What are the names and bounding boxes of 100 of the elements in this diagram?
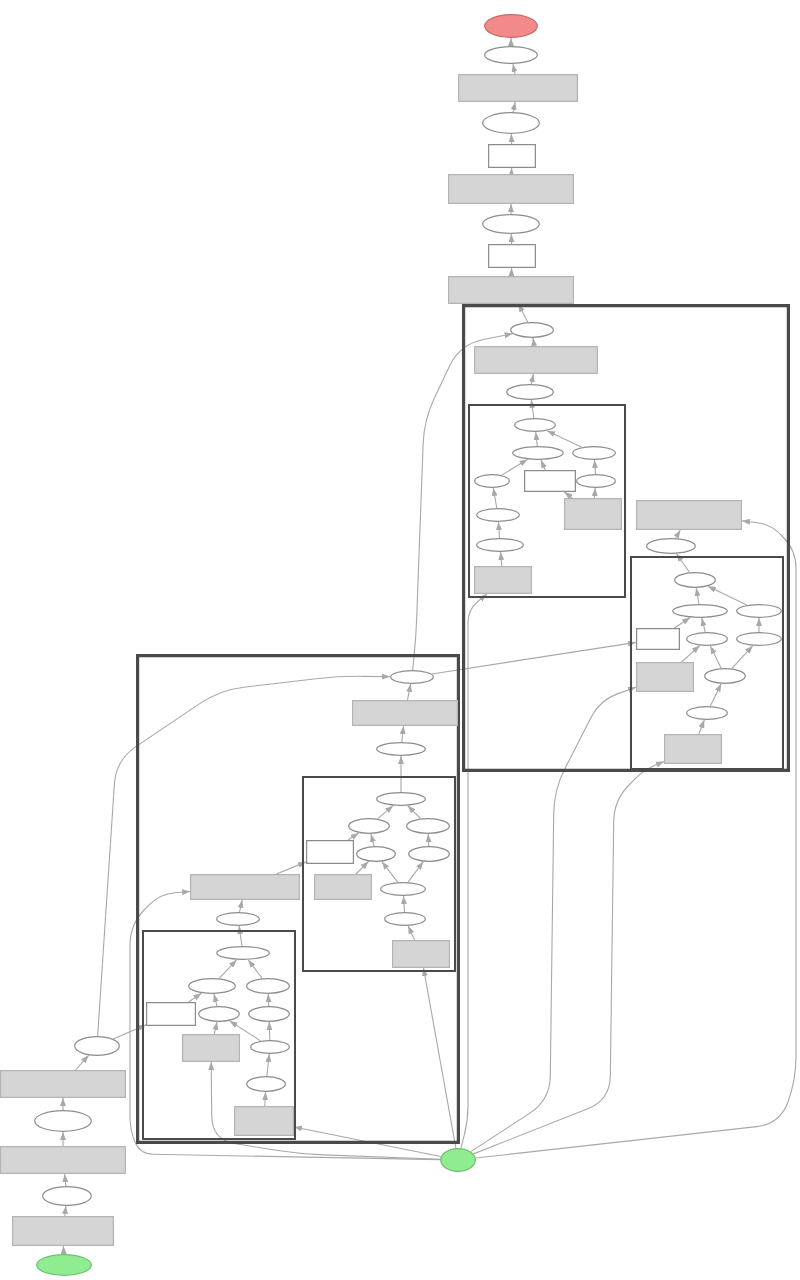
ellipse-node <box>216 912 260 926</box>
arrow <box>412 332 514 671</box>
cluster-frame <box>630 556 784 770</box>
arrow <box>74 1054 90 1071</box>
arrow <box>531 337 538 347</box>
arrow <box>731 645 754 669</box>
shaded-box-node <box>474 566 532 594</box>
shaded-box-node <box>352 700 458 726</box>
cluster-frame <box>142 930 296 1140</box>
arrow <box>407 805 422 820</box>
arrow <box>247 959 263 979</box>
arrow <box>498 551 505 567</box>
arrow <box>675 553 691 573</box>
ellipse-node <box>482 214 540 234</box>
ellipse-node <box>686 632 728 646</box>
shaded-box-node <box>392 940 450 968</box>
shaded-box-node <box>664 734 722 764</box>
arrow <box>431 640 637 675</box>
arrow <box>698 719 705 735</box>
shaded-box-node <box>636 500 742 530</box>
outlined-box-node <box>524 470 576 492</box>
ellipse-node <box>376 792 426 806</box>
arrow <box>756 617 762 633</box>
ellipse-node <box>390 670 434 684</box>
ellipse-node <box>512 446 564 460</box>
arrow <box>529 399 536 419</box>
arrow <box>401 895 407 913</box>
arrow <box>709 645 722 669</box>
arrow <box>472 760 665 1155</box>
outlined-box-node <box>636 628 680 650</box>
arrow <box>276 861 307 875</box>
outlined-box-node <box>146 1002 196 1026</box>
arrow <box>381 861 399 883</box>
arrow <box>491 487 498 509</box>
ellipse-node <box>646 538 696 554</box>
outlined-box-node <box>306 840 354 864</box>
arrow <box>707 585 748 606</box>
arrow <box>347 832 360 841</box>
arrow <box>508 37 514 47</box>
arrow <box>528 373 535 385</box>
arrow <box>508 167 515 177</box>
arrow <box>533 431 540 447</box>
ellipse-node <box>406 818 450 834</box>
outlined-box-node <box>488 144 536 168</box>
arrow <box>546 430 583 448</box>
arrow <box>60 1245 67 1255</box>
cluster-frame <box>302 776 456 972</box>
arrow <box>508 267 515 277</box>
shaded-box-node <box>182 1034 240 1062</box>
arrow <box>229 1020 262 1042</box>
arrow <box>407 925 416 941</box>
arrow <box>61 1205 68 1217</box>
ellipse-node <box>198 1006 240 1022</box>
shaded-box-node <box>0 1146 126 1174</box>
arrow <box>470 686 637 1153</box>
arrow <box>265 1053 272 1077</box>
ellipse-node <box>356 846 396 862</box>
arrow <box>496 521 502 539</box>
arrow <box>293 1125 442 1158</box>
arrow <box>112 1024 147 1040</box>
ellipse-node <box>74 1036 120 1056</box>
arrow <box>563 491 573 500</box>
cluster-frame <box>468 404 626 598</box>
ellipse-node <box>474 474 510 488</box>
ellipse-node <box>476 508 520 522</box>
arrow <box>237 899 244 913</box>
arrow <box>673 617 691 629</box>
arrow <box>475 518 797 1159</box>
shaded-box-node <box>458 74 578 102</box>
arrow <box>266 1021 273 1041</box>
shaded-box-node <box>234 1106 294 1136</box>
arrow <box>237 925 244 947</box>
arrow <box>60 1097 66 1111</box>
arrow <box>212 1021 219 1035</box>
ellipse-node <box>506 384 554 400</box>
arrow <box>681 645 701 663</box>
ellipse-node <box>216 946 270 960</box>
shaded-box-node <box>636 662 694 692</box>
ellipse-node <box>246 978 290 994</box>
arrow <box>97 673 391 1037</box>
arrow <box>218 959 238 979</box>
highlighted-ellipse-node <box>440 1148 476 1172</box>
ellipse-node <box>572 446 616 460</box>
arrow <box>511 63 518 75</box>
arrow <box>422 967 457 1149</box>
outlined-box-node <box>488 244 536 268</box>
arrow <box>508 203 514 215</box>
arrow <box>213 993 219 1007</box>
cluster-frame <box>136 654 460 1144</box>
ellipse-node <box>484 46 538 64</box>
ellipse-node <box>380 882 426 896</box>
shaded-box-node <box>448 276 574 304</box>
arrow <box>673 529 681 539</box>
arrow <box>508 133 515 145</box>
arrow <box>355 860 370 875</box>
arrow <box>399 725 406 743</box>
highlighted-ellipse-node <box>484 14 538 38</box>
arrow <box>425 833 432 847</box>
ellipse-node <box>384 912 426 926</box>
arrow <box>508 233 515 245</box>
